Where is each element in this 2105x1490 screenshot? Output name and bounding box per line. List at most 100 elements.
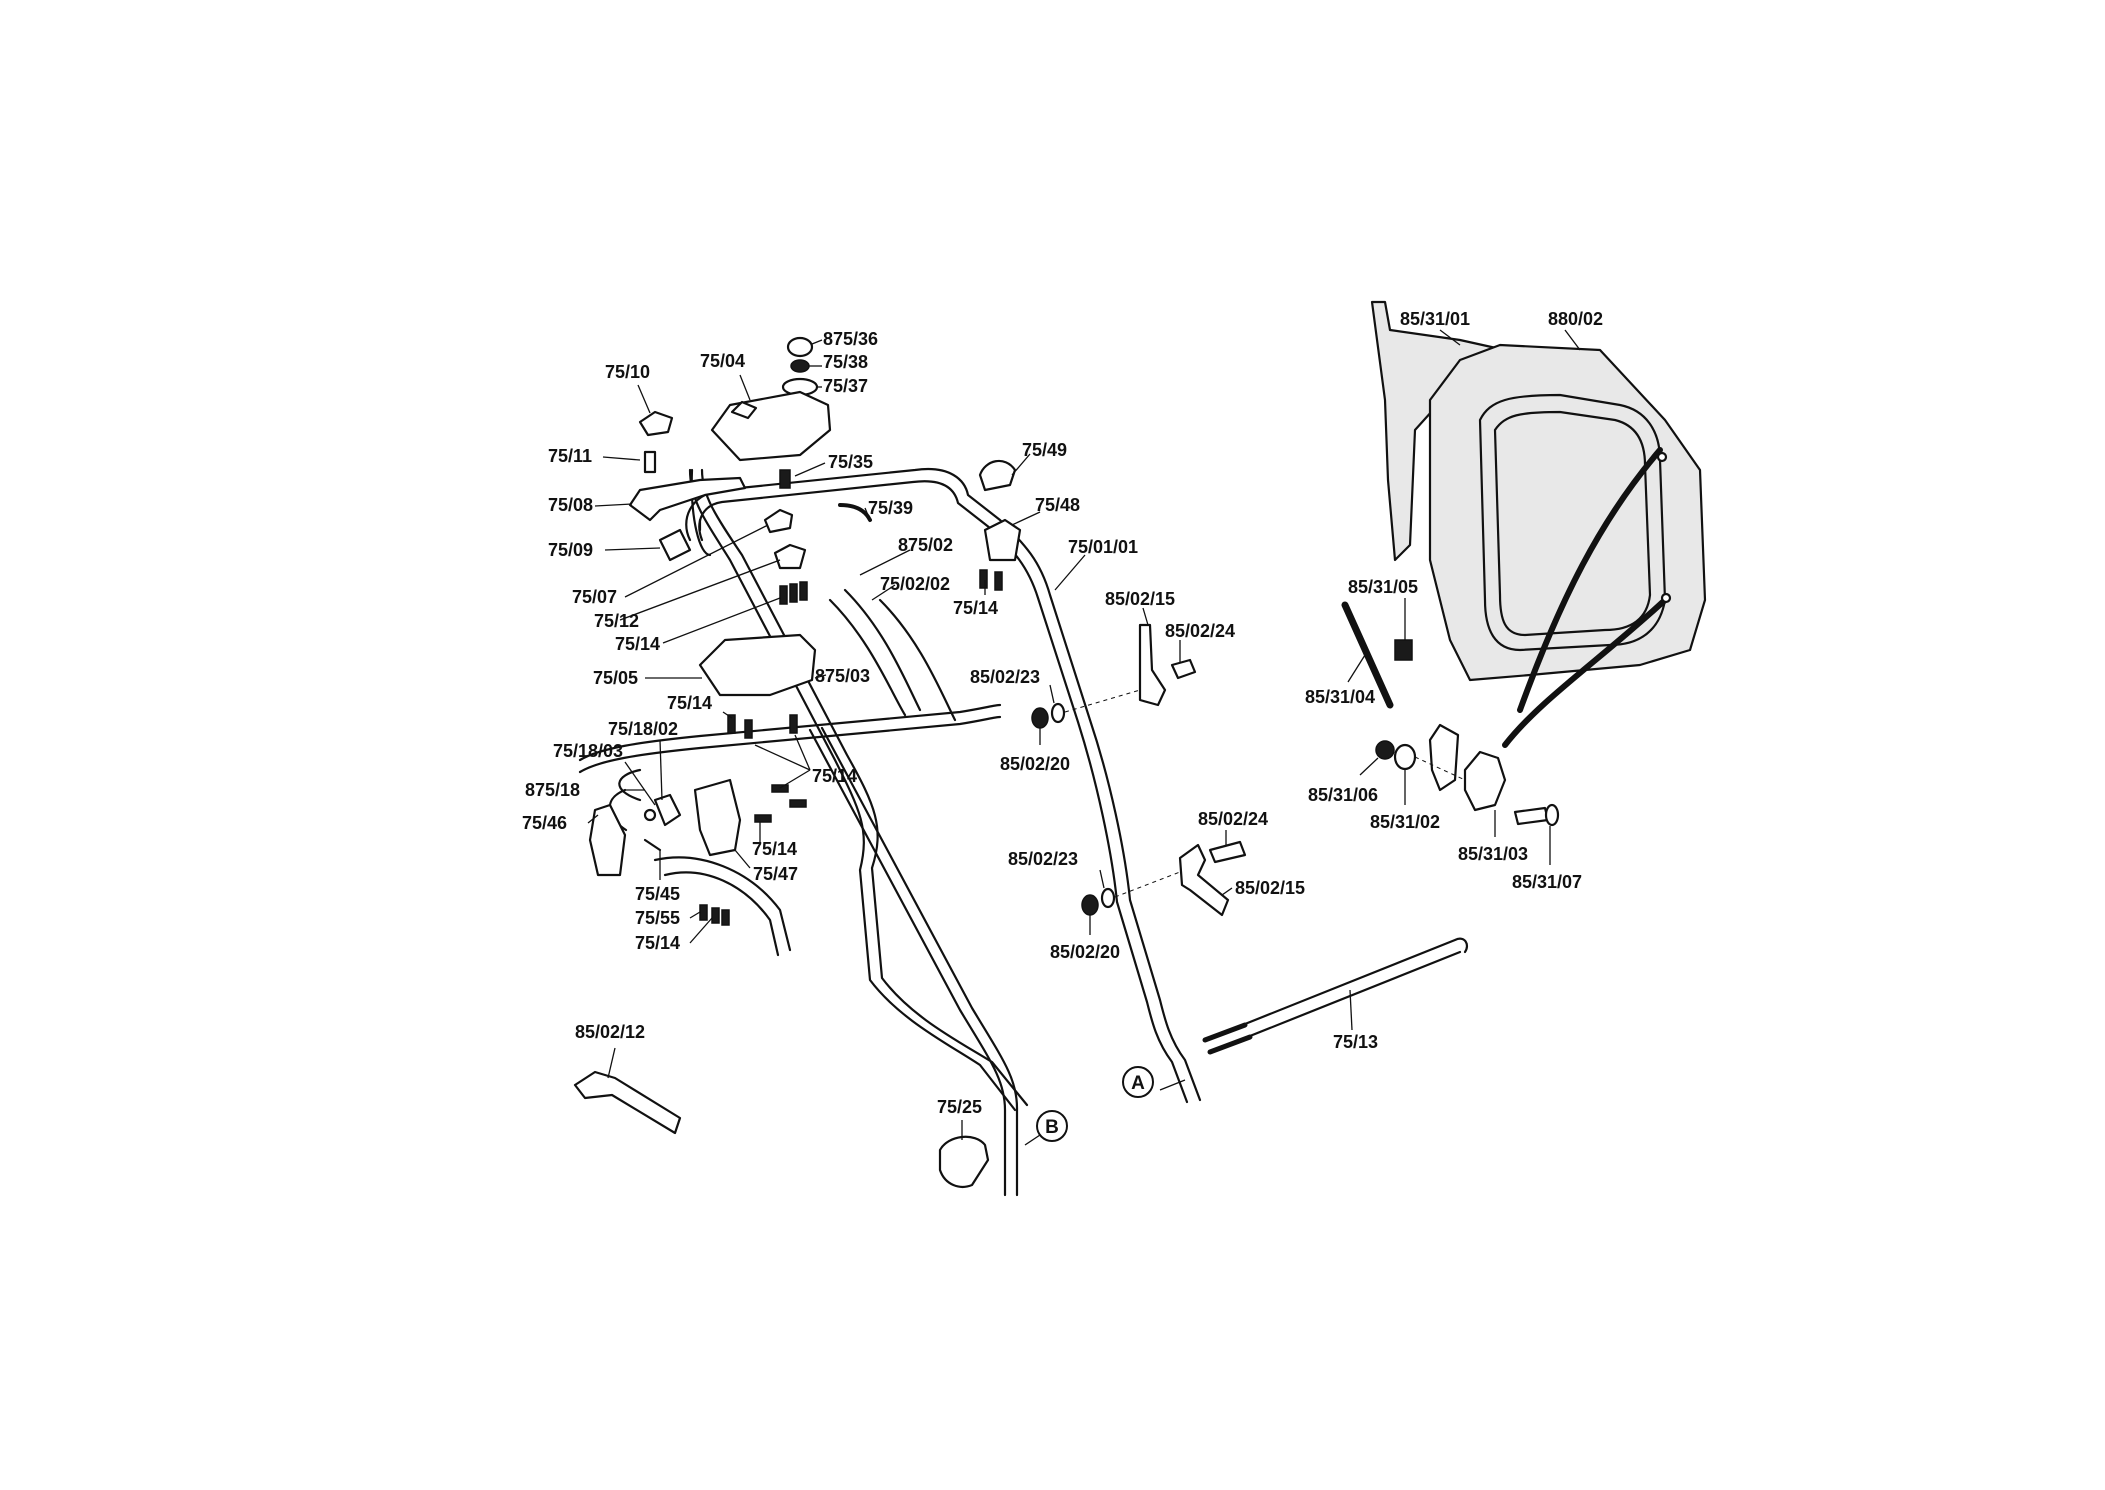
label-85-02-15-a: 85/02/15 [1105,589,1175,609]
label-75-09: 75/09 [548,540,593,560]
label-75-14-a: 75/14 [615,634,660,654]
bolt-85-31-07 [1513,806,1550,826]
strap [1502,447,1668,748]
label-875-36: 875/36 [823,329,878,349]
label-85-02-20-a: 85/02/20 [1000,754,1070,774]
label-75-04: 75/04 [700,351,745,371]
screw-75-35 [779,469,791,489]
label-85-02-24-b: 85/02/24 [1198,809,1268,829]
label-75-14-c: 75/14 [667,693,712,713]
spring-75-45 [643,838,662,852]
cover-75-46 [588,803,627,877]
grass-bag-assembly [1341,300,1707,827]
label-75-14-e: 75/14 [752,839,797,859]
label-75-18-02: 75/18/02 [608,719,678,739]
label-75-14-f: 75/14 [635,933,680,953]
label-75-45: 75/45 [635,884,680,904]
label-875-03: 875/03 [815,666,870,686]
label-75-11: 75/11 [548,446,592,466]
label-880-02: 880/02 [1548,309,1603,329]
knob-75-25 [938,1135,990,1188]
washer-85-02-23-a [1050,702,1066,724]
part-labels: 875/36 75/38 75/37 75/04 75/10 75/11 75/… [522,309,1603,1117]
label-75-37: 75/37 [823,376,868,396]
bracket-85-02-15-a [1138,623,1167,707]
latch-75-09 [658,528,692,562]
label-875-18: 875/18 [525,780,580,800]
label-75-10: 75/10 [605,362,650,382]
lever-75-08 [628,476,747,522]
label-85-31-02: 85/31/02 [1370,812,1440,832]
bracket-75-47 [693,778,742,857]
nut-85-02-20-a [1031,707,1049,729]
spring-75-11 [643,450,657,474]
label-75-01-01: 75/01/01 [1068,537,1138,557]
label-85-31-04: 85/31/04 [1305,687,1375,707]
label-85-31-06: 85/31/06 [1308,785,1378,805]
label-75-14-d: 75/14 [812,766,857,786]
label-85-02-12: 85/02/12 [575,1022,645,1042]
marker-a: A [1122,1066,1154,1098]
part-85-31-05 [1394,639,1413,661]
label-75-12: 75/12 [594,611,639,631]
label-85-31-07: 85/31/07 [1512,872,1582,892]
label-75-35: 75/35 [828,452,873,472]
label-75-08: 75/08 [548,495,593,515]
label-75-55: 75/55 [635,908,680,928]
label-75-39: 75/39 [868,498,913,518]
marker-b-text: B [1045,1117,1059,1138]
cap-875-36 [786,336,814,358]
label-875-02: 875/02 [898,535,953,555]
label-85-31-01: 85/31/01 [1400,309,1470,329]
label-85-02-24-a: 85/02/24 [1165,621,1235,641]
switch-75-07 [763,508,794,534]
bolt-85-02-24-b [1208,840,1247,864]
label-75-47: 75/47 [753,864,798,884]
washer-85-31-02 [1393,743,1417,771]
label-75-49: 75/49 [1022,440,1067,460]
plate-85-31-03 [1463,750,1507,812]
part-875-18 [643,808,657,822]
label-75-46: 75/46 [522,813,567,833]
label-85-02-20-b: 85/02/20 [1050,942,1120,962]
bracket-75-48 [983,518,1022,562]
label-75-38: 75/38 [823,352,868,372]
part-85-31-04 [1341,601,1394,709]
mount-bracket [1428,723,1460,792]
grass-bag-880-02 [1428,343,1707,682]
switch-75-12 [773,543,807,570]
bolt-85-02-24-a [1170,658,1197,680]
label-75-25: 75/25 [937,1097,982,1117]
washer-85-02-23-b [1100,887,1116,909]
label-85-02-15-b: 85/02/15 [1235,878,1305,898]
hex-key-85-02-12 [573,1070,682,1135]
leader-lines [587,329,1581,1146]
label-85-02-23-b: 85/02/23 [1008,849,1078,869]
nut-85-02-20-b [1081,894,1099,916]
base-housing-75-05 [698,633,817,697]
nut-85-31-06 [1375,740,1395,760]
label-85-31-03: 85/31/03 [1458,844,1528,864]
label-85-31-05: 85/31/05 [1348,577,1418,597]
label-75-18-03: 75/18/03 [553,741,623,761]
label-75-14-b: 75/14 [953,598,998,618]
screws-75-14-a [779,581,808,605]
housing-cover-75-04 [710,390,832,462]
marker-a-text: A [1131,1073,1145,1094]
label-75-07: 75/07 [572,587,617,607]
wire-75-39 [838,503,872,522]
parts [573,336,1469,1188]
clip-75-10 [638,410,674,437]
label-75-13: 75/13 [1333,1032,1378,1052]
label-75-48: 75/48 [1035,495,1080,515]
clamp-75-49 [978,459,1017,492]
label-85-02-23-a: 85/02/23 [970,667,1040,687]
label-75-05: 75/05 [593,668,638,688]
bracket-85-02-15-b [1178,843,1230,917]
lever-75-18-02 [653,793,682,827]
label-75-02-02: 75/02/02 [880,574,950,594]
nut-75-38 [790,359,810,373]
guide-lines [1064,689,1466,898]
marker-b: B [1036,1110,1068,1142]
